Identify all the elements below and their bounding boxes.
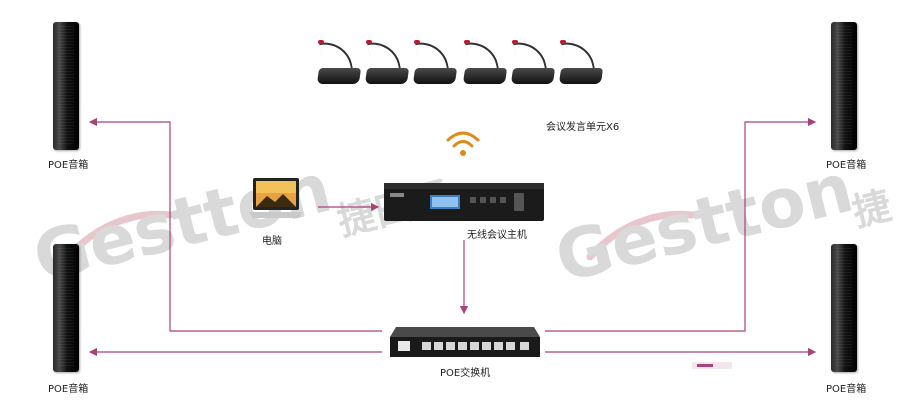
poe-speaker-bottom-right [831, 244, 857, 372]
label-speaker-bottom-left: POE音箱 [48, 384, 89, 395]
gooseneck-microphone-icon [558, 37, 606, 84]
laptop-icon [249, 178, 303, 218]
label-mic-units: 会议发言单元X6 [546, 122, 620, 133]
poe-speaker-top-right [831, 22, 857, 150]
wifi-icon [446, 131, 480, 156]
gooseneck-microphone-icon [412, 37, 460, 84]
poe-speaker-top-left [53, 22, 79, 150]
label-switch: POE交换机 [440, 368, 491, 379]
line-switch-to-top-right-speaker [545, 117, 817, 332]
label-laptop: 电脑 [262, 236, 282, 247]
gooseneck-microphone-icon [462, 37, 510, 84]
gooseneck-microphone-icon [510, 37, 558, 84]
gooseneck-microphone-icon [316, 37, 364, 84]
gooseneck-microphone-icon [364, 37, 412, 84]
label-speaker-bottom-right: POE音箱 [826, 384, 867, 395]
label-speaker-top-right: POE音箱 [826, 160, 867, 171]
label-speaker-top-left: POE音箱 [48, 160, 89, 171]
network-switch-icon [390, 327, 540, 357]
poe-speaker-bottom-left [53, 244, 79, 372]
label-host: 无线会议主机 [467, 230, 527, 241]
watermark-swoosh-right [586, 210, 696, 261]
line-switch-to-top-left-speaker [88, 117, 382, 332]
rack-host-icon [384, 183, 544, 221]
